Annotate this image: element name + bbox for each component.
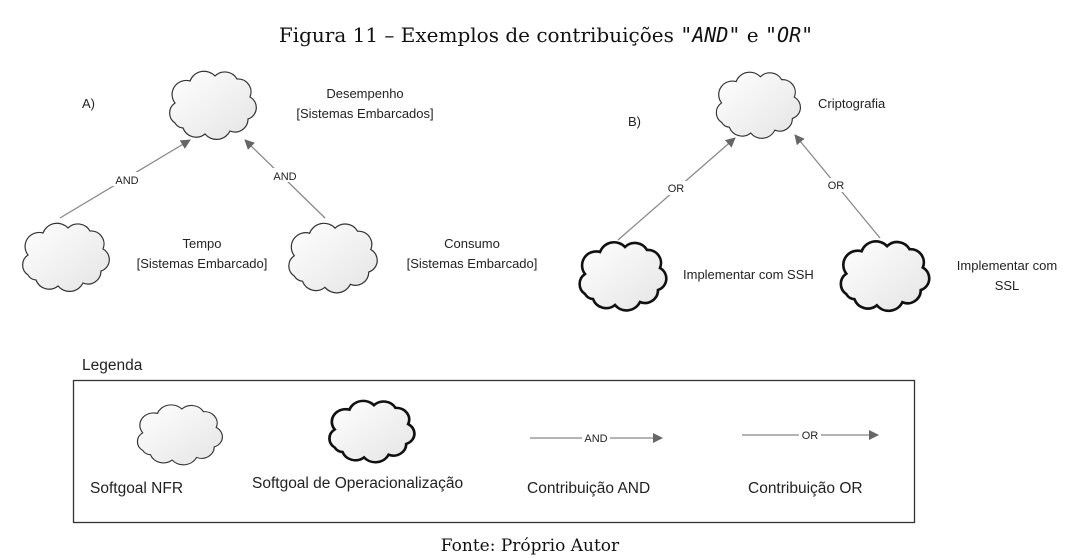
softgoal-nfr-cloud-criptografia <box>715 71 802 139</box>
legend-operationalization-icon <box>328 399 416 464</box>
legend-label-or: Contribuição OR <box>748 480 863 497</box>
legend-softgoal-nfr-icon <box>136 404 223 466</box>
figure-source: Fonte: Próprio Autor <box>441 536 620 556</box>
softgoal-nfr-cloud-consumo <box>288 222 378 294</box>
or-edge-right-label: OR <box>828 180 845 192</box>
legend-title: Legenda <box>82 357 143 374</box>
diagram-a: A) AND AND Desempenho [Sistemas Embarcad… <box>22 70 538 294</box>
node-tempo-context: [Sistemas Embarcado] <box>137 256 268 271</box>
legend-box <box>72 379 916 524</box>
diagram-b: B) OR OR Criptografia Implementar com SS… <box>578 71 1057 313</box>
legend-or-arrow-text: OR <box>802 430 819 442</box>
node-consumo-context: [Sistemas Embarcado] <box>407 256 538 271</box>
legend-label-softgoal-nfr: Softgoal NFR <box>90 480 183 497</box>
and-edge-right-label: AND <box>273 171 296 183</box>
operationalization-cloud-ssh <box>578 240 668 312</box>
and-edge-left-label: AND <box>115 175 138 187</box>
softgoal-nfr-cloud-desempenho <box>169 70 257 141</box>
legend: Legenda AND OR Softgoal NFR Softgoal de … <box>72 357 916 524</box>
node-ssl-title: Implementar com <box>957 258 1057 273</box>
node-tempo-title: Tempo <box>182 236 221 251</box>
node-consumo-title: Consumo <box>444 236 500 251</box>
legend-label-and: Contribuição AND <box>527 480 650 497</box>
node-ssh-title: Implementar com SSH <box>683 267 814 282</box>
legend-and-arrow-text: AND <box>584 433 607 445</box>
or-edge-left-label: OR <box>668 183 685 195</box>
node-criptografia-title: Criptografia <box>818 96 886 111</box>
node-desempenho-context: [Sistemas Embarcados] <box>296 106 433 121</box>
diagram-b-label: B) <box>628 114 641 129</box>
node-ssl-title-line2: SSL <box>995 278 1020 293</box>
softgoal-nfr-cloud-tempo <box>22 222 110 293</box>
diagram-a-label: A) <box>82 96 95 111</box>
figure-caption: Figura 11 – Exemplos de contribuições "A… <box>279 23 813 47</box>
node-desempenho-title: Desempenho <box>326 86 403 101</box>
legend-label-operationalization: Softgoal de Operacionalização <box>252 475 463 492</box>
operationalization-cloud-ssl <box>839 239 931 313</box>
